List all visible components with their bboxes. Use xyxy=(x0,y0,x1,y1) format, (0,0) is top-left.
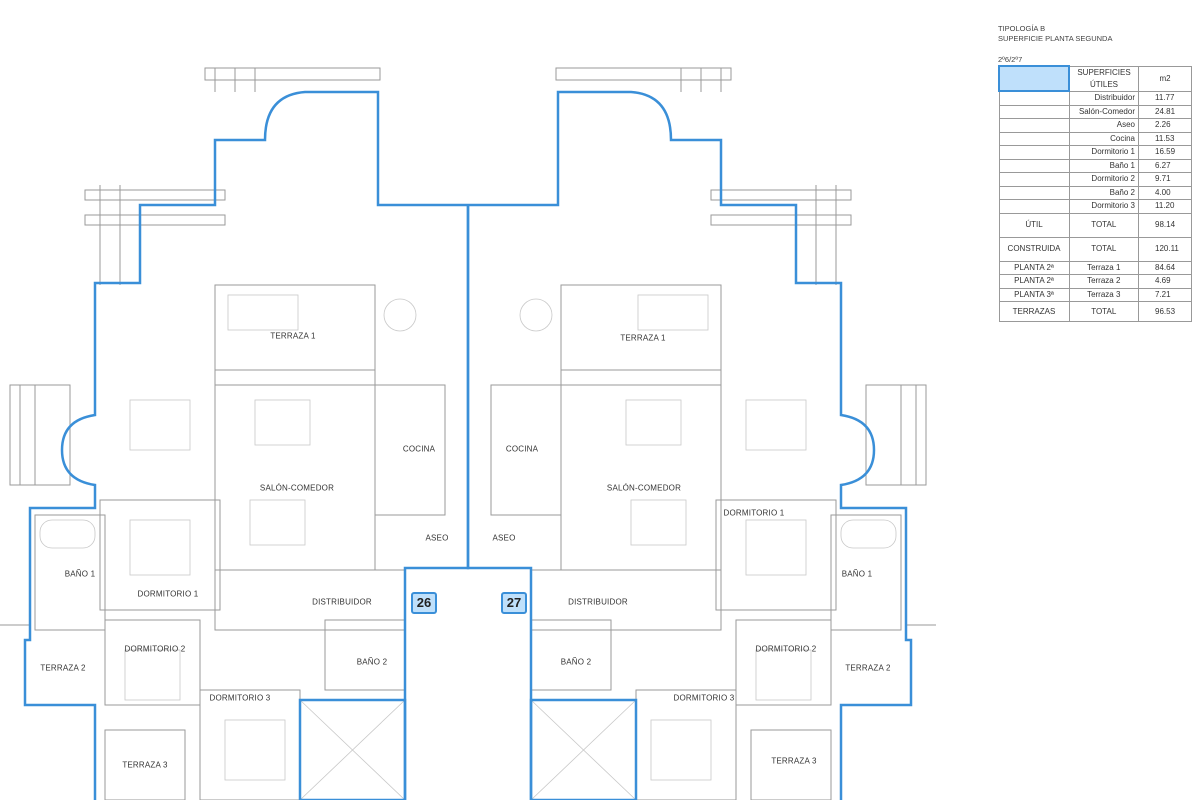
room-label-aseo: ASEO xyxy=(425,533,449,543)
room-label-cocina: COCINA xyxy=(402,444,436,454)
room-label-salon-comedor: SALÓN-COMEDOR xyxy=(259,483,335,493)
room-label-terraza-1: TERRAZA 1 xyxy=(270,331,316,341)
room-label-terraza-3: TERRAZA 3 xyxy=(122,760,168,770)
floor-subtitle: SUPERFICIE PLANTA SEGUNDA xyxy=(998,34,1113,43)
room-label-dormitorio-2: DORMITORIO 2 xyxy=(124,644,186,654)
room-label-distribuidor: DISTRIBUIDOR xyxy=(312,597,372,607)
room-label-terraza-1: TERRAZA 1 xyxy=(620,333,666,343)
room-label-aseo: ASEO xyxy=(492,533,516,543)
room-label-terraza-2: TERRAZA 2 xyxy=(40,663,86,673)
room-label-distribuidor: DISTRIBUIDOR xyxy=(568,597,628,607)
floor-plan xyxy=(0,66,938,800)
room-label-terraza-2: TERRAZA 2 xyxy=(845,663,891,673)
room-label-dormitorio-2: DORMITORIO 2 xyxy=(755,644,817,654)
room-label-bano-2: BAÑO 2 xyxy=(356,657,388,667)
room-label-dormitorio-3: DORMITORIO 3 xyxy=(209,693,271,703)
room-label-terraza-3: TERRAZA 3 xyxy=(771,756,817,766)
room-label-cocina: COCINA xyxy=(505,444,539,454)
unit-badge-26[interactable]: 26 xyxy=(411,592,437,614)
typology-title: TIPOLOGÍA B xyxy=(998,24,1046,33)
room-label-dormitorio-1: DORMITORIO 1 xyxy=(137,589,199,599)
legend-swatch xyxy=(998,65,1070,92)
unit-header: m2 xyxy=(1138,65,1192,92)
room-label-salon-comedor: SALÓN-COMEDOR xyxy=(606,483,682,493)
room-label-dormitorio-1: DORMITORIO 1 xyxy=(723,508,785,518)
unit-numbers: 2º6/2º7 xyxy=(998,55,1023,64)
room-label-bano-1: BAÑO 1 xyxy=(841,569,873,579)
col-header: SUPERFICIES ÚTILES xyxy=(1068,65,1139,92)
room-label-bano-2: BAÑO 2 xyxy=(560,657,592,667)
unit-badge-27[interactable]: 27 xyxy=(501,592,527,614)
room-label-dormitorio-3: DORMITORIO 3 xyxy=(673,693,735,703)
room-label-bano-1: BAÑO 1 xyxy=(64,569,96,579)
